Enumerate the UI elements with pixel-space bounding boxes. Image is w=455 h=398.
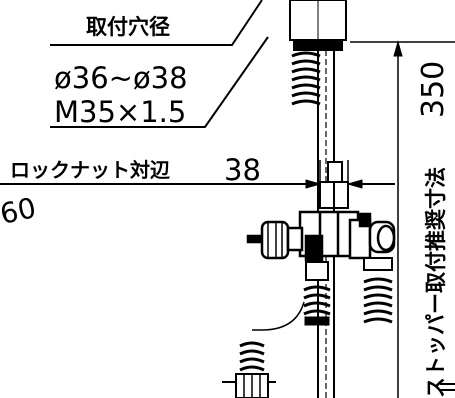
hole-spec-thread: M35×1.5 — [54, 95, 186, 129]
stopper-dimension-value: 350 — [416, 61, 451, 118]
lower-center-thread — [303, 261, 331, 326]
hole-spec-diameter: ø36~ø38 — [54, 61, 188, 95]
hole-spec-leader — [50, 0, 269, 128]
left-valve-knob — [246, 220, 304, 260]
valve-tee — [298, 210, 396, 262]
locknut-label: ロックナット対辺 — [10, 158, 170, 182]
right-branch-thread — [363, 257, 393, 324]
locknut — [319, 161, 349, 209]
stopper-dimension-label: ストッパー取付推奨寸法 — [424, 167, 448, 398]
locknut-value: 38 — [224, 153, 261, 187]
upper-thread — [291, 51, 321, 106]
lower-left-fitting — [222, 341, 276, 398]
faucet-upper-stem — [289, 0, 347, 51]
right-edge-marks — [440, 383, 455, 391]
lower-left-leader — [252, 301, 305, 331]
partial-dimension: 60 — [0, 191, 39, 231]
hole-spec-title: 取付穴径 — [86, 15, 170, 39]
stopper-dimension-line — [350, 40, 455, 398]
